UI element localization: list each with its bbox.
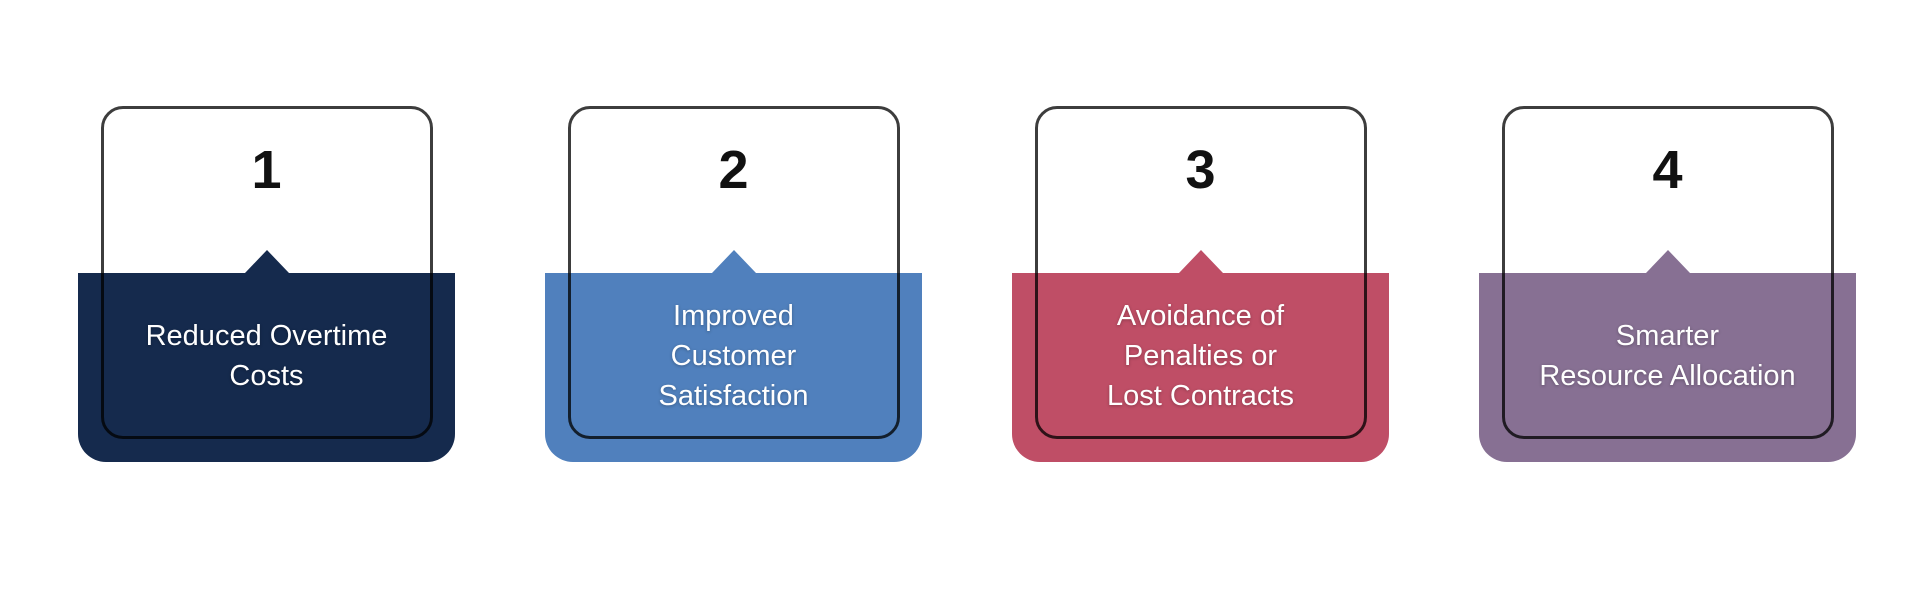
card-2-number: 2	[718, 140, 749, 200]
triangle-notch-icon	[711, 250, 756, 273]
triangle-notch-icon	[1178, 250, 1223, 273]
card-4-outline	[1502, 106, 1834, 439]
card-1-color-panel	[78, 250, 455, 462]
card-4-label: Smarter Resource Allocation	[1539, 320, 1796, 392]
card-3-number: 3	[1185, 140, 1216, 200]
benefit-card-3: 3 Avoidance of Penalties or Lost Contrac…	[1012, 0, 1389, 589]
card-2-color-panel	[545, 250, 922, 462]
card-4-number: 4	[1652, 140, 1683, 200]
triangle-notch-icon	[244, 250, 289, 273]
card-1-label: Reduced Overtime Costs	[145, 320, 388, 392]
card-3-color-panel	[1012, 250, 1389, 462]
card-3-outline	[1035, 106, 1367, 439]
card-2-outline	[568, 106, 900, 439]
benefit-card-4: 4 Smarter Resource Allocation	[1479, 0, 1856, 589]
card-1-number: 1	[251, 140, 282, 200]
triangle-notch-icon	[1645, 250, 1690, 273]
card-4-color-panel	[1479, 250, 1856, 462]
benefit-card-2: 2 Improved Customer Satisfaction	[545, 0, 922, 589]
card-1-outline	[101, 106, 433, 439]
card-2-label: Improved Customer Satisfaction	[658, 300, 809, 412]
card-3-label: Avoidance of Penalties or Lost Contracts	[1107, 300, 1294, 412]
benefit-card-1: 1 Reduced Overtime Costs	[78, 0, 455, 589]
